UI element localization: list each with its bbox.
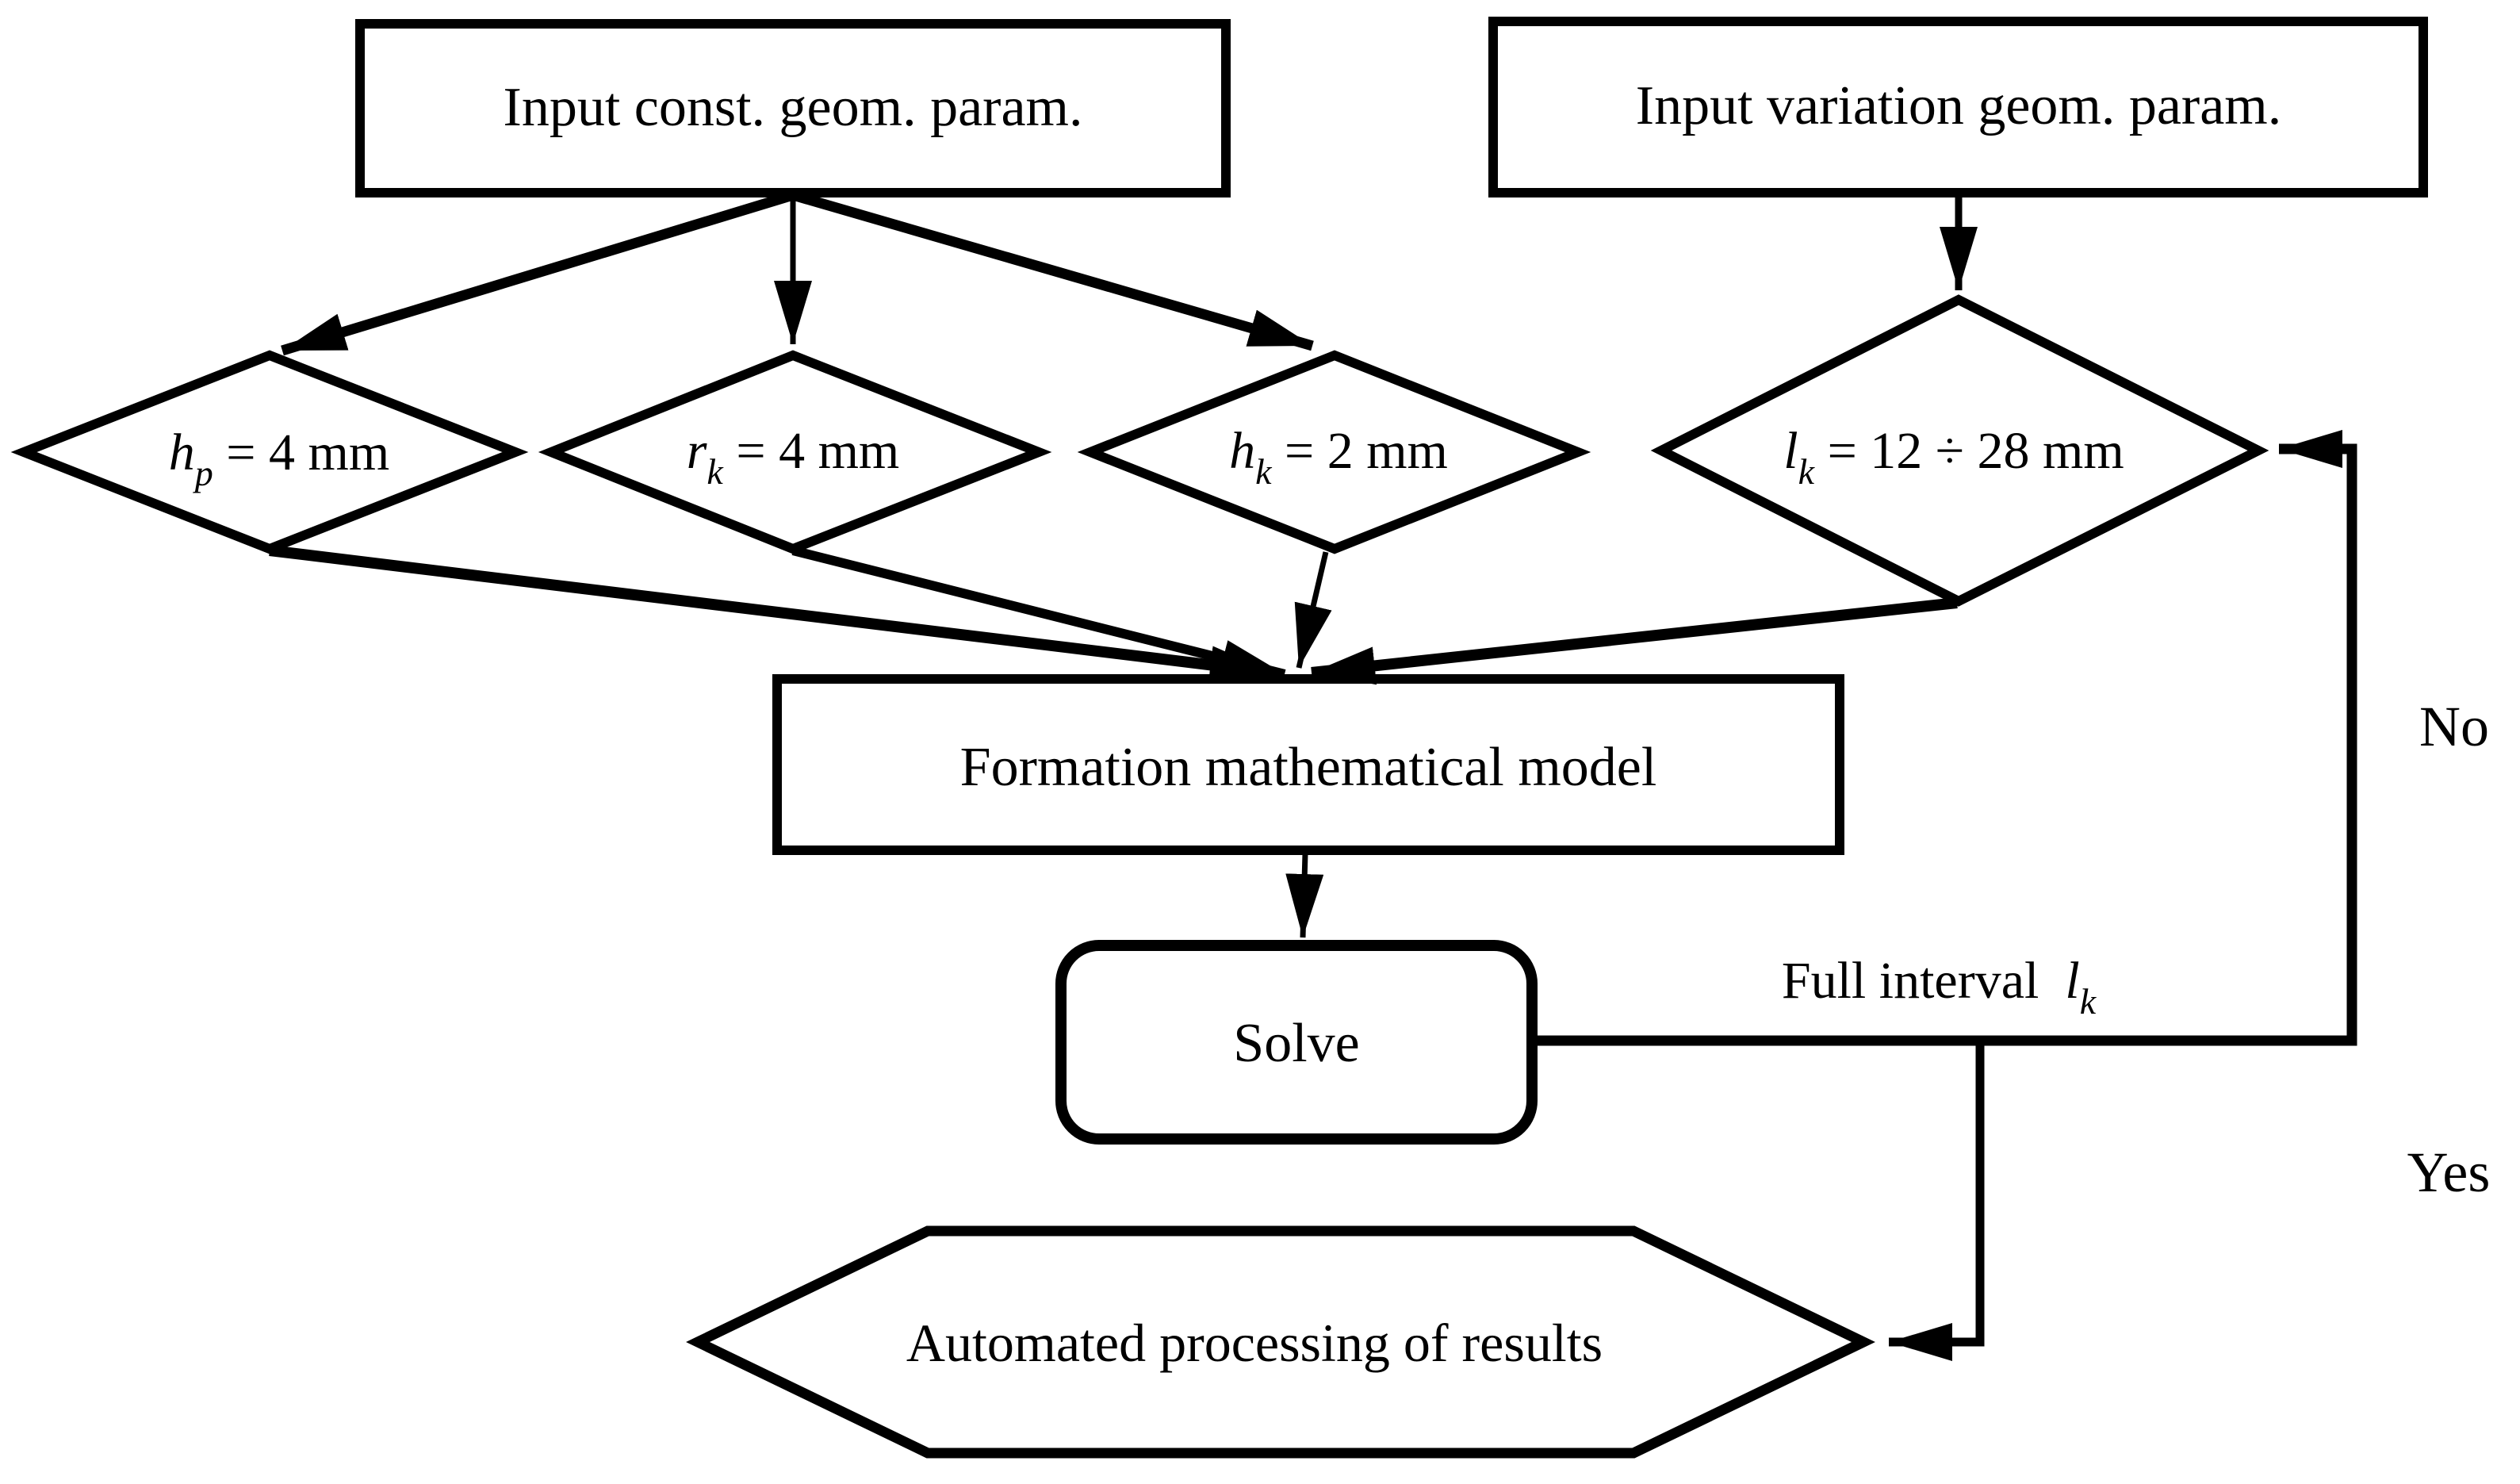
diamond-hk-label: hk = 2 mm (1229, 422, 1448, 492)
arrow-hp-to-formation (269, 545, 1274, 684)
input-const-label: Input const. geom. param. (504, 77, 1083, 138)
processing-label: Automated processing of results (906, 1313, 1603, 1373)
input-const-box (355, 19, 1231, 197)
arrow-no-loop-solve-to-lk (1532, 430, 2357, 1046)
diamond-rk (538, 350, 1052, 554)
diamond-hp-label: hp = 4 mm (169, 424, 389, 493)
arrow-inputconst-to-hk (791, 190, 1314, 351)
formation-label: Formation mathematical model (960, 737, 1657, 798)
diamond-rk-label: rk = 4 mm (687, 422, 900, 492)
arrow-formation-to-solve (1285, 853, 1324, 938)
diamond-hk (1077, 350, 1591, 554)
diamond-lk (1650, 294, 2269, 607)
full-interval-label: Full interval lk (1782, 952, 2097, 1022)
diamond-lk-label: lk = 12 ÷ 28 mm (1783, 422, 2124, 492)
arrow-yes-solve-to-processing (1889, 1041, 1985, 1361)
no-label: No (2419, 695, 2489, 758)
formation-box (772, 674, 1844, 855)
arrow-hk-to-formation (1294, 551, 1332, 669)
arrow-inputconst-to-hp (281, 190, 795, 356)
input-variation-label: Input variation geom. param. (1636, 75, 2281, 136)
arrow-rk-to-formation (791, 546, 1286, 679)
solve-label: Solve (1233, 1013, 1359, 1074)
diamond-hp (10, 350, 529, 554)
arrow-lk-to-formation (1311, 597, 1958, 685)
processing-hexagon (686, 1225, 1875, 1459)
yes-label: Yes (2407, 1141, 2491, 1204)
input-variation-box (1488, 17, 2428, 197)
